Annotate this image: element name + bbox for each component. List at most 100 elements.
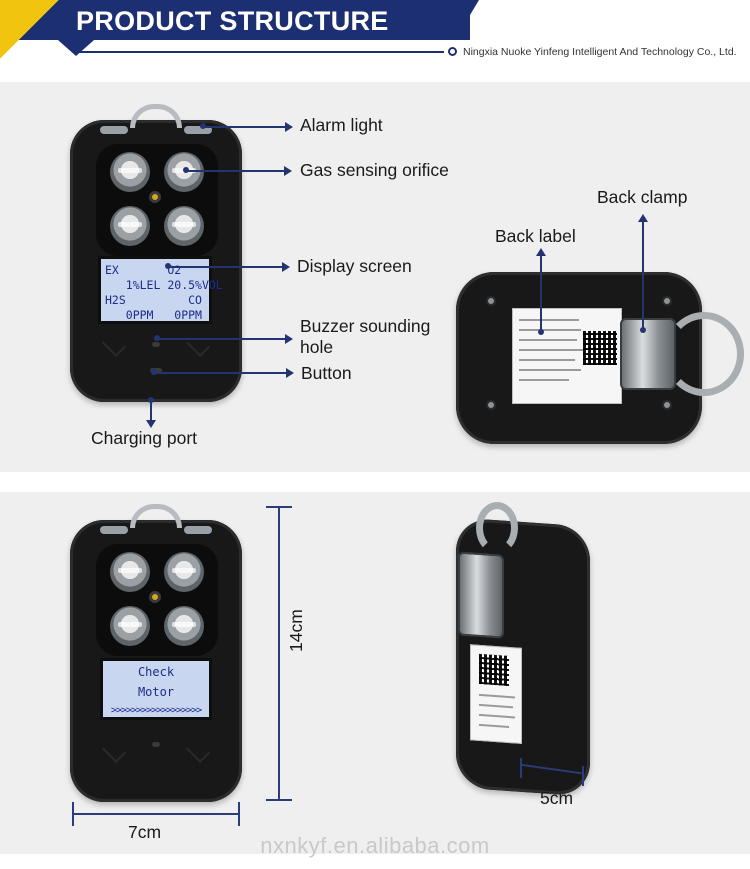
readout-h2s-value: 0PPM xyxy=(125,307,154,322)
dimensions-panel: Check Motor >>>>>>>>>>>>>>>>>> 14cm 7cm … xyxy=(0,492,750,854)
back-label-text: Back label xyxy=(495,226,576,246)
back-label-arrow xyxy=(536,248,546,335)
readout-ex: EX xyxy=(105,263,119,277)
sensor-pad xyxy=(96,544,218,656)
height-dimension-line xyxy=(278,506,280,800)
screw-icon xyxy=(486,400,496,410)
side-info-label xyxy=(470,644,522,744)
buzzer-label-line1: Buzzer sounding xyxy=(300,316,431,336)
detector-front-view-dims: Check Motor >>>>>>>>>>>>>>>>>> xyxy=(70,504,242,802)
header-bullet-icon xyxy=(448,47,457,56)
sensor-icon xyxy=(110,606,150,646)
page-header: PRODUCT STRUCTURE Ningxia Nuoke Yinfeng … xyxy=(0,0,750,62)
label-text-line xyxy=(519,329,581,331)
side-clamp xyxy=(458,551,504,639)
button-label: Button xyxy=(301,363,352,383)
label-text-line xyxy=(519,379,569,381)
alarm-led-left xyxy=(100,126,128,134)
charging-port-arrow xyxy=(146,397,156,428)
d-ring xyxy=(664,312,744,396)
detector-side-view xyxy=(456,517,590,797)
sensor-icon xyxy=(164,606,204,646)
alarm-light-arrow xyxy=(200,122,293,132)
label-text-line xyxy=(519,359,575,361)
label-text-line xyxy=(519,349,583,351)
watermark: nxnkyf.en.alibaba.com xyxy=(260,833,490,858)
buzzer-hole xyxy=(152,342,160,347)
readout-h2s: H2S xyxy=(105,292,126,307)
buzzer-label-line2: hole xyxy=(300,337,334,357)
header-accent-stripe xyxy=(0,0,60,62)
charging-port-label: Charging port xyxy=(91,428,198,448)
width-label: 7cm xyxy=(128,822,162,842)
label-text-line xyxy=(479,703,513,709)
header-banner xyxy=(0,0,470,40)
buzzer-hole xyxy=(152,742,160,747)
alarm-led-right xyxy=(184,526,212,534)
alarm-light-label: Alarm light xyxy=(300,115,383,135)
back-clamp-text: Back clamp xyxy=(597,187,688,207)
page-title: PRODUCT STRUCTURE xyxy=(76,6,389,36)
sensor-icon xyxy=(164,206,204,246)
readout-co-value: 0PPM xyxy=(174,307,202,322)
label-text-line xyxy=(519,339,577,341)
width-dimension-cap-left xyxy=(72,802,74,826)
hanging-ring xyxy=(130,504,182,528)
screw-icon xyxy=(662,296,672,306)
readout-co: CO xyxy=(188,292,202,307)
chevron-right-icon xyxy=(185,738,211,764)
gas-orifice-arrow xyxy=(183,166,292,176)
check-screen: Check Motor >>>>>>>>>>>>>>>>>> xyxy=(100,658,212,720)
depth-label: 5cm xyxy=(540,788,574,808)
back-info-label xyxy=(512,308,622,404)
width-dimension-cap-right xyxy=(238,802,240,826)
chevron-left-icon xyxy=(101,738,127,764)
buzzer-arrow xyxy=(154,334,293,344)
header-notch xyxy=(58,40,94,56)
sensor-icon xyxy=(164,552,204,592)
detector-back-view xyxy=(456,272,744,444)
check-progress: >>>>>>>>>>>>>>>>>> xyxy=(110,705,202,717)
qr-code-overlay xyxy=(479,653,509,687)
label-text-line xyxy=(479,693,515,699)
chevron-right-icon xyxy=(185,332,211,358)
alarm-led-right xyxy=(184,126,212,134)
button-arrow xyxy=(151,368,294,378)
depth-dimension-cap-left xyxy=(520,758,522,778)
screw-icon xyxy=(662,400,672,410)
company-name: Ningxia Nuoke Yinfeng Intelligent And Te… xyxy=(463,46,737,58)
check-line-2: Motor xyxy=(137,684,175,699)
sensor-pad xyxy=(96,144,218,256)
label-text-line xyxy=(479,713,515,719)
sensor-icon xyxy=(110,152,150,192)
pump-inlet-icon xyxy=(149,191,161,203)
header-banner-edge xyxy=(455,0,479,40)
display-screen-arrow xyxy=(165,262,290,272)
height-label: 14cm xyxy=(286,609,306,652)
hanging-ring xyxy=(130,104,182,128)
depth-dimension-cap-right xyxy=(582,766,584,786)
detector-front-view: EX O2 1%LEL 20.5%VOL H2S CO 0PPM 0PPM xyxy=(70,104,242,402)
width-dimension-line xyxy=(72,813,240,815)
qr-code-overlay xyxy=(583,331,617,365)
height-dimension-cap-bottom xyxy=(266,799,292,801)
check-line-1: Check xyxy=(137,665,175,679)
header-rule xyxy=(76,51,444,53)
side-d-ring xyxy=(476,502,518,554)
sensor-icon xyxy=(110,552,150,592)
back-clamp-arrow xyxy=(638,214,648,333)
sensor-icon xyxy=(110,206,150,246)
pump-inlet-icon xyxy=(149,591,161,603)
height-dimension-cap-top xyxy=(266,506,292,508)
readout-lel: 1%LEL xyxy=(125,277,161,292)
label-text-line xyxy=(479,723,509,729)
gas-orifice-label: Gas sensing orifice xyxy=(300,160,449,180)
display-screen-label: Display screen xyxy=(297,256,412,276)
label-text-line xyxy=(519,369,581,371)
chevron-left-icon xyxy=(101,332,127,358)
readout-vol: 20.5%VOL xyxy=(167,277,223,292)
screw-icon xyxy=(486,296,496,306)
label-text-line xyxy=(519,319,579,321)
alarm-led-left xyxy=(100,526,128,534)
structure-panel: EX O2 1%LEL 20.5%VOL H2S CO 0PPM 0PPM Al… xyxy=(0,82,750,472)
